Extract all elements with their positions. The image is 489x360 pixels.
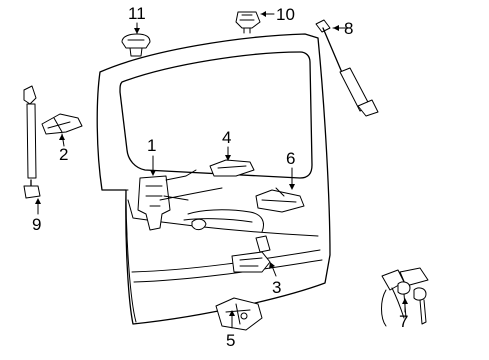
callout-11: 11 [128, 4, 146, 23]
part-2-hinge [41, 113, 83, 147]
liftgate-panel [96, 33, 331, 325]
part-7-lock-cylinder-keys [381, 267, 429, 327]
part-11-grommet [121, 22, 151, 57]
part-3-latch [231, 235, 277, 277]
callout-7: 7 [399, 312, 408, 331]
part-6-outside-handle [255, 167, 305, 213]
window-opening [119, 51, 313, 179]
callout-1: 1 [147, 136, 156, 155]
part-8-support-strut [315, 19, 379, 117]
callout-2: 2 [59, 145, 68, 164]
part-4-handle-bracket [209, 146, 255, 177]
part-10-bumper [235, 11, 275, 34]
part-1-latch-bracket [137, 155, 197, 231]
linkage-rods [159, 187, 264, 233]
callout-8: 8 [344, 19, 353, 38]
part-9-support-strut [23, 85, 41, 215]
callout-4: 4 [222, 128, 231, 147]
callout-3: 3 [272, 278, 281, 297]
callout-10: 10 [276, 5, 295, 24]
callout-9: 9 [32, 215, 41, 234]
callout-labels: 1 2 3 4 5 6 7 8 9 10 11 [32, 4, 408, 350]
callout-6: 6 [286, 149, 295, 168]
part-5-striker [215, 297, 263, 331]
callout-5: 5 [226, 331, 235, 350]
